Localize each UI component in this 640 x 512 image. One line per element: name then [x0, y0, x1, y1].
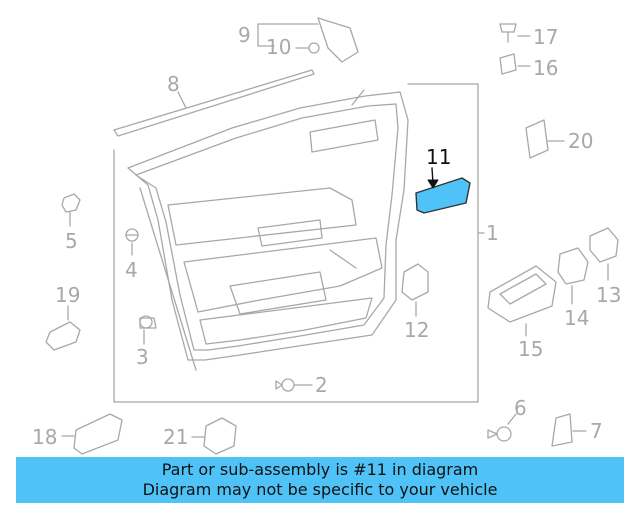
callout-9: 9	[238, 23, 251, 47]
switch-part-14	[557, 247, 589, 305]
callout-11: 11	[426, 145, 451, 169]
callout-12: 12	[404, 318, 429, 342]
weatherstrip-part-8	[113, 69, 315, 137]
armrest-pad-part-18	[61, 413, 123, 455]
cover-part-20	[525, 119, 565, 159]
clip-part-2	[275, 378, 313, 392]
callout-21: 21	[163, 425, 188, 449]
callout-2: 2	[315, 373, 328, 397]
push-pin-part-3	[139, 315, 157, 345]
callout-10: 10	[266, 35, 291, 59]
callout-14: 14	[564, 306, 589, 330]
part-info-banner: Part or sub-assembly is #11 in diagram D…	[16, 457, 624, 503]
bracket-part-21	[191, 417, 237, 455]
switch-bezel-part-highlighted	[415, 177, 471, 214]
callout-18: 18	[32, 425, 57, 449]
callout-13: 13	[596, 283, 621, 307]
callout-3: 3	[136, 345, 149, 369]
callout-20: 20	[568, 129, 593, 153]
callout-5: 5	[65, 229, 78, 253]
callout-4: 4	[125, 258, 138, 282]
handle-part-19	[45, 305, 81, 351]
mirror-bracket-part-9	[257, 17, 359, 63]
banner-line-part-number: Part or sub-assembly is #11 in diagram	[161, 460, 479, 479]
callout-8: 8	[167, 72, 180, 96]
screw-part-10	[295, 42, 320, 54]
clip-part-5	[61, 193, 81, 227]
switch-part-12	[401, 263, 429, 317]
callout-arrow-11	[427, 179, 439, 189]
door-trim-panel-part	[113, 83, 479, 403]
callout-19: 19	[55, 283, 80, 307]
callout-16: 16	[533, 56, 558, 80]
banner-line-disclaimer: Diagram may not be specific to your vehi…	[142, 480, 498, 499]
callout-1: 1	[486, 221, 499, 245]
callout-17: 17	[533, 25, 558, 49]
bracket-part-7	[551, 413, 587, 447]
connector-part-16	[499, 53, 531, 75]
screw-part-6	[487, 413, 517, 442]
screw-part-4	[125, 228, 139, 256]
callout-6: 6	[514, 396, 527, 420]
switch-part-13	[589, 227, 619, 281]
window-switch-part-15	[487, 265, 557, 337]
callout-7: 7	[590, 419, 603, 443]
clip-part-17	[499, 23, 531, 43]
callout-15: 15	[518, 337, 543, 361]
